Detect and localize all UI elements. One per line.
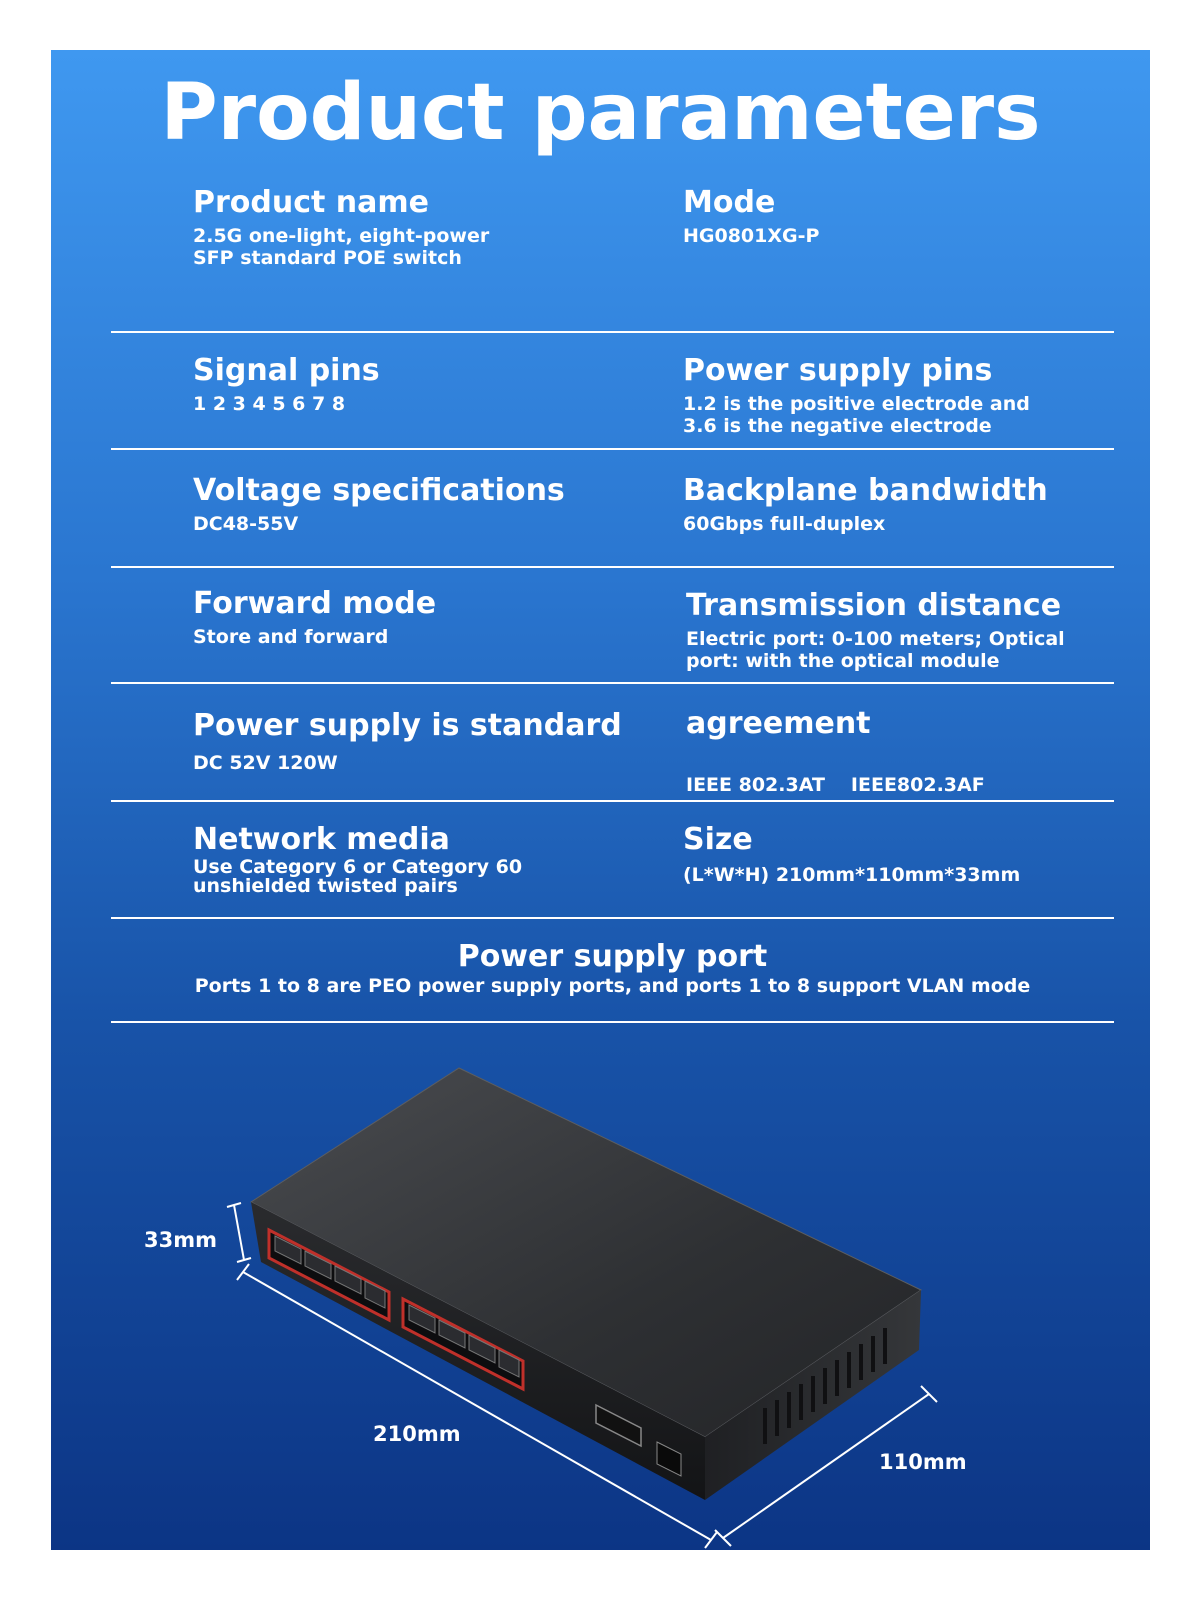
param-signal-pins: Signal pins 1 2 3 4 5 6 7 8: [193, 353, 663, 415]
param-label: Power supply pins: [683, 353, 993, 388]
param-backplane: Backplane bandwidth 60Gbps full-duplex: [683, 473, 1113, 535]
param-row-4: Forward mode Store and forward Transmiss…: [111, 566, 1114, 684]
product-parameters-panel: Product parameters Product name 2.5G one…: [51, 50, 1150, 1550]
param-value: Ports 1 to 8 are PEO power supply ports,…: [194, 975, 1031, 997]
param-value: 2.5G one-light, eight-power SFP standard…: [193, 225, 490, 269]
param-value-list: IEEE 802.3AT IEEE802.3AF: [686, 752, 1116, 796]
param-label: Signal pins: [193, 353, 380, 388]
param-value: IEEE 802.3AT: [686, 774, 825, 796]
param-row-port: Power supply port Ports 1 to 8 are PEO p…: [111, 917, 1114, 1023]
param-value: IEEE802.3AF: [850, 774, 985, 796]
dimension-height: 33mm: [144, 1228, 217, 1252]
param-mode: Mode HG0801XG-P: [683, 185, 1113, 247]
param-voltage: Voltage specifications DC48-55V: [193, 473, 663, 535]
param-label: Network media: [193, 822, 450, 857]
param-forward-mode: Forward mode Store and forward: [193, 586, 663, 648]
poe-switch-icon: [226, 1067, 938, 1549]
param-label: Power supply port: [457, 939, 768, 974]
param-label: Backplane bandwidth: [683, 473, 1048, 508]
param-agreement: agreement IEEE 802.3AT IEEE802.3AF: [686, 706, 1116, 796]
param-value: (L*W*H) 210mm*110mm*33mm: [683, 864, 1021, 886]
param-label: Mode: [683, 185, 776, 220]
page-title: Product parameters: [160, 68, 1041, 158]
param-value: 1 2 3 4 5 6 7 8: [193, 393, 346, 415]
param-row-1: Product name 2.5G one-light, eight-power…: [111, 185, 1114, 333]
param-row-5: Power supply is standard DC 52V 120W agr…: [111, 682, 1114, 802]
param-value: Store and forward: [193, 626, 389, 648]
param-power-standard: Power supply is standard DC 52V 120W: [193, 708, 663, 774]
dimension-length: 210mm: [373, 1422, 461, 1446]
param-label: Transmission distance: [686, 588, 1062, 623]
param-network-media: Network media Use Category 6 or Category…: [193, 822, 663, 896]
param-label: Power supply is standard: [193, 708, 622, 743]
param-label: Product name: [193, 185, 430, 220]
param-label: Forward mode: [193, 586, 437, 621]
param-power-supply-pins: Power supply pins 1.2 is the positive el…: [683, 353, 1113, 437]
param-value: DC48-55V: [193, 513, 299, 535]
param-product-name: Product name 2.5G one-light, eight-power…: [193, 185, 663, 269]
param-row-3: Voltage specifications DC48-55V Backplan…: [111, 448, 1114, 568]
dimension-width: 110mm: [879, 1450, 967, 1474]
param-value: DC 52V 120W: [193, 752, 338, 774]
param-value: HG0801XG-P: [683, 225, 820, 247]
param-power-supply-port: Power supply port Ports 1 to 8 are PEO p…: [111, 939, 1114, 997]
param-label: agreement: [686, 706, 871, 741]
param-size: Size (L*W*H) 210mm*110mm*33mm: [683, 822, 1113, 886]
param-row-6: Network media Use Category 6 or Category…: [111, 800, 1114, 919]
param-value: Electric port: 0-100 meters; Optical por…: [686, 628, 1065, 672]
param-row-2: Signal pins 1 2 3 4 5 6 7 8 Power supply…: [111, 331, 1114, 450]
param-value: Use Category 6 or Category 60 unshielded…: [193, 856, 523, 897]
param-transmission-distance: Transmission distance Electric port: 0-1…: [686, 588, 1116, 672]
poe-switch-device-image: 33mm 210mm 110mm: [51, 1010, 1150, 1550]
param-value: 60Gbps full-duplex: [683, 513, 886, 535]
param-label: Size: [683, 822, 753, 857]
param-label: Voltage specifications: [193, 473, 565, 508]
param-value: 1.2 is the positive electrode and 3.6 is…: [683, 393, 1030, 437]
